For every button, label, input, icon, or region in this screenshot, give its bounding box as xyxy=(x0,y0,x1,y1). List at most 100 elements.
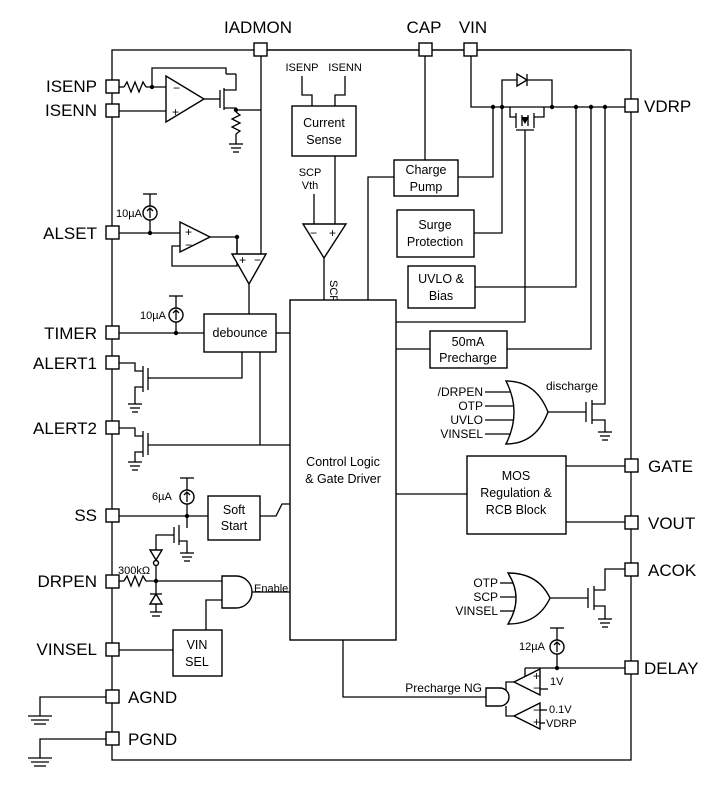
debounce-block xyxy=(203,313,277,353)
ref-vdrp-label: VDRP xyxy=(546,718,577,730)
svg-text:+: + xyxy=(185,225,192,239)
pin-delay xyxy=(624,660,639,675)
charge-pump-block xyxy=(393,159,459,197)
pin-ss xyxy=(105,508,120,523)
or1-in-drpen: /DRPEN xyxy=(438,385,483,399)
control-logic-block xyxy=(289,299,397,641)
charge-pump-section: Charge Pump xyxy=(267,49,625,300)
pin-iadmon-label: IADMON xyxy=(224,18,292,37)
uvlo-label-2: Bias xyxy=(429,289,453,303)
discharge-label: discharge xyxy=(546,379,598,393)
soft-start-label-2: Start xyxy=(221,519,248,533)
control-logic-label-2: & Gate Driver xyxy=(305,472,381,486)
control-logic-label-1: Control Logic xyxy=(306,455,380,469)
pin-alert1-label: ALERT1 xyxy=(33,354,97,373)
svg-text:−: − xyxy=(310,226,317,240)
timer-circuit: 10µA debounce xyxy=(119,295,290,446)
or1-in-otp: OTP xyxy=(458,399,483,413)
pin-alert1 xyxy=(105,355,120,370)
pin-gate xyxy=(624,458,639,473)
pin-vinsel xyxy=(105,642,120,657)
precharge-ng-label: Precharge NG xyxy=(405,681,482,695)
alset-circuit: 10µA + − + − xyxy=(116,193,268,314)
pin-cap-label: CAP xyxy=(407,18,442,37)
pin-isenn-label: ISENN xyxy=(45,101,97,120)
scp-comparator xyxy=(301,223,348,260)
pin-acok xyxy=(624,562,639,577)
current-sense-section: ISENP ISENN Current Sense SCP Vth − + SC… xyxy=(285,62,361,303)
ref-01v-label: 0.1V xyxy=(549,704,572,716)
uvlo-bias-block xyxy=(407,265,476,309)
vin-sel-block xyxy=(172,629,223,677)
pin-drpen-label: DRPEN xyxy=(37,572,97,591)
surge-label-2: Protection xyxy=(407,235,463,249)
scp-vth-label-2: Vth xyxy=(302,180,319,192)
precharge-label-2: Precharge xyxy=(439,351,497,365)
svg-text:+: + xyxy=(533,715,540,729)
pin-vin-label: VIN xyxy=(459,18,487,37)
alert-comparator xyxy=(230,253,268,286)
inverter-ss xyxy=(148,549,164,562)
vinsel-circuit: VIN SEL xyxy=(119,629,223,677)
surge-label-1: Surge xyxy=(418,218,451,232)
or2-in-vinsel: VINSEL xyxy=(455,604,498,618)
discharge-or-gate: /DRPEN OTP UVLO VINSEL discharge xyxy=(438,107,612,445)
pin-vdrp-label: VDRP xyxy=(644,97,691,116)
or1-in-uvlo: UVLO xyxy=(450,413,483,427)
pin-vdrp xyxy=(624,98,639,113)
alert1-nmos xyxy=(119,362,152,413)
drpen-circuit: 300kΩ Enable xyxy=(118,565,290,630)
or2-in-scp: SCP xyxy=(473,590,498,604)
timer-current-label: 10µA xyxy=(140,310,167,322)
alert2-nmos xyxy=(119,427,260,471)
pin-delay-label: DELAY xyxy=(644,659,699,678)
svg-text:+: + xyxy=(172,105,179,119)
pin-isenp-label: ISENP xyxy=(46,77,97,96)
mos-label-2: Regulation & xyxy=(480,486,552,500)
scp-label: SCP xyxy=(327,280,339,303)
pin-timer-label: TIMER xyxy=(44,324,97,343)
mos-label-1: MOS xyxy=(502,469,530,483)
pin-pgnd-label: PGND xyxy=(128,730,177,749)
pin-vout-label: VOUT xyxy=(648,514,695,533)
charge-pump-label-1: Charge xyxy=(406,163,447,177)
or1-in-vinsel: VINSEL xyxy=(440,427,483,441)
current-sense-block xyxy=(291,105,357,157)
pin-alset xyxy=(105,225,120,240)
isenn-small-label: ISENN xyxy=(328,62,362,74)
charge-pump-label-2: Pump xyxy=(410,180,443,194)
pin-pgnd xyxy=(105,731,120,746)
uvlo-label-1: UVLO & xyxy=(418,272,465,286)
pin-agnd xyxy=(105,689,120,704)
or2-in-otp: OTP xyxy=(473,576,498,590)
pin-ss-label: SS xyxy=(74,506,97,525)
and-gate-enable xyxy=(221,575,253,609)
svg-text:+: + xyxy=(533,669,540,683)
pin-vin xyxy=(463,42,478,57)
pin-iadmon xyxy=(253,42,268,57)
soft-start-block xyxy=(207,495,261,541)
pin-alert2 xyxy=(105,420,120,435)
pin-acok-label: ACOK xyxy=(648,561,697,580)
soft-start-label-1: Soft xyxy=(223,503,246,517)
scp-vth-label-1: SCP xyxy=(299,167,322,179)
debounce-label: debounce xyxy=(213,326,268,340)
pin-alset-label: ALSET xyxy=(43,224,97,243)
svg-text:−: − xyxy=(533,681,540,695)
pin-agnd-label: AGND xyxy=(128,688,177,707)
soft-start-circuit: 6µA Soft Start xyxy=(119,477,290,581)
pin-isenp xyxy=(105,79,120,94)
pin-vinsel-label: VINSEL xyxy=(37,640,97,659)
pin-vout xyxy=(624,515,639,530)
alset-current-label: 10µA xyxy=(116,208,143,220)
current-sense-label-2: Sense xyxy=(306,133,341,147)
svg-text:−: − xyxy=(173,81,180,95)
mos-regulation-block xyxy=(466,455,567,535)
svg-text:−: − xyxy=(254,253,261,267)
delay-section: 12µA + − 1V − + 0.1V VDRP Precharge NG xyxy=(342,627,625,731)
vin-switch-section: Surge Protection UVLO & Bias 50mA Precha… xyxy=(396,56,625,369)
pin-isenn xyxy=(105,103,120,118)
isenp-small-label: ISENP xyxy=(285,62,318,74)
svg-text:−: − xyxy=(533,703,540,717)
